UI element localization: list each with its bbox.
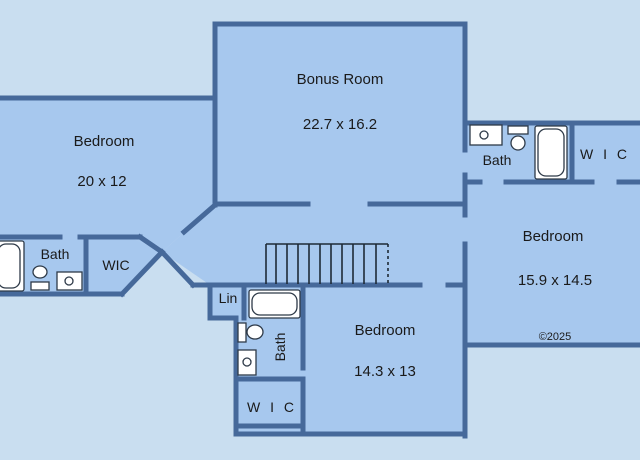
toilet-tank-icon [507,125,529,135]
right-wing-area [465,123,640,345]
bottom-wic-label: W I C [247,399,297,415]
bottom-bath-fixtures [237,289,301,376]
wall-wic-diag-upper [136,233,166,256]
left-bedroom-area [0,98,215,252]
walls [0,21,640,439]
sink-bowl-icon [242,357,252,367]
wall-bonus-room-outer [212,21,468,208]
left-bedroom-size: 20 x 12 [77,173,126,190]
left-bedroom-name: Bedroom [74,133,135,150]
left-bath-fixtures [0,240,83,292]
right-wic-label: W I C [580,146,630,162]
left-bath-wic-area [0,237,162,294]
right-bedroom-name: Bedroom [523,228,584,245]
bottom-bedroom-size: 14.3 x 13 [354,363,416,380]
toilet-icon [510,135,526,151]
right-bath-label: Bath [483,152,512,168]
left-wic-label: WIC [102,257,129,273]
wall-wic-diag-lower [118,248,166,298]
bathtub-inner-icon [537,128,565,177]
right-bath-fixtures [469,124,568,180]
bonus-room-name: Bonus Room [297,71,384,88]
bathtub-inner-icon [251,292,298,316]
right-bedroom-size: 15.9 x 14.5 [518,272,592,289]
toilet-tank-icon [30,281,50,291]
sink-bowl-icon [479,130,489,140]
room-labels: Bonus Room 22.7 x 16.2 Bedroom 20 x 12 B… [41,71,630,415]
copyright-text: ©2025 [539,331,572,343]
wall-left-hall-diag [158,248,197,289]
hall-area [162,205,465,285]
room-fills [0,24,640,434]
toilet-icon [32,265,48,279]
bottom-bedroom-name: Bedroom [355,322,416,339]
bonus-room-size: 22.7 x 16.2 [303,116,377,133]
bonus-room-area [215,24,465,205]
stairs-icon [265,243,389,284]
wall-linen-closet [207,282,239,321]
toilet-tank-icon [237,322,247,343]
toilet-icon [246,324,264,340]
linen-label: Lin [219,290,238,306]
wall-left-diagonal-upper [180,201,219,236]
left-bath-label: Bath [41,246,70,262]
sink-bowl-icon [64,276,74,286]
bottom-wing-area [210,285,465,434]
bathtub-inner-icon [0,243,21,289]
bottom-bath-label: Bath [272,333,288,362]
